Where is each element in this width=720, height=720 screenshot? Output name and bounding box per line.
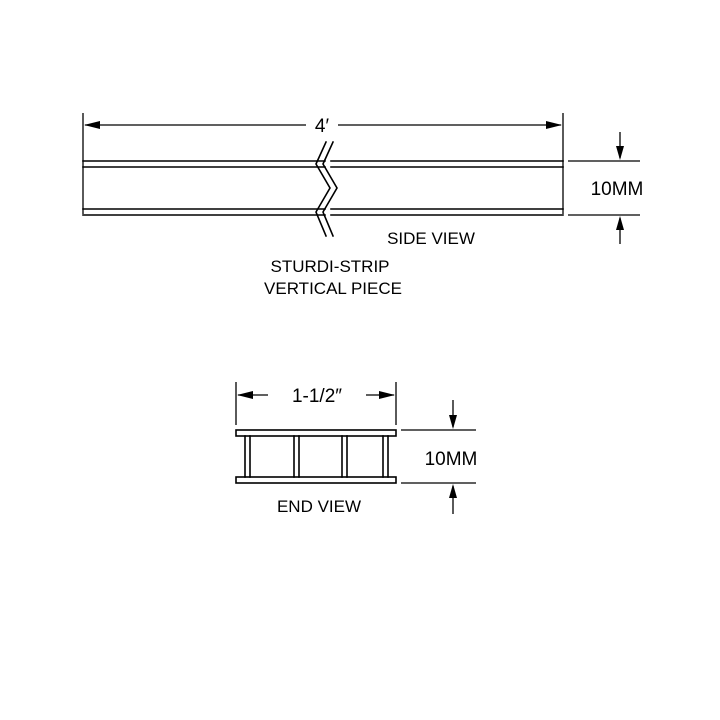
side-view-label: SIDE VIEW <box>387 229 475 248</box>
side-height-arrow-top <box>616 146 624 160</box>
side-height-arrow-bottom <box>616 216 624 230</box>
end-bottom-flange <box>235 476 397 484</box>
part-label-line2: VERTICAL PIECE <box>264 279 402 298</box>
side-view: 4′ 10MM SIDE VIEW STURDI-STRIP VERTICAL … <box>82 113 644 298</box>
side-height-label: 10MM <box>591 179 644 200</box>
end-height-arrow-bottom <box>449 484 457 498</box>
end-height-arrow-top <box>449 415 457 429</box>
end-width-arrow-left <box>237 391 253 399</box>
side-length-arrow-left <box>84 121 100 129</box>
end-top-flange <box>235 429 397 437</box>
end-width-label: 1-1/2″ <box>292 386 342 407</box>
break-mark-left <box>315 140 331 238</box>
break-mark-right <box>322 140 338 238</box>
end-height-label: 10MM <box>425 449 478 470</box>
end-view-label: END VIEW <box>277 497 361 516</box>
end-width-arrow-right <box>379 391 395 399</box>
side-length-label: 4′ <box>315 116 330 137</box>
end-view: 1-1/2″ 10MM END VIEW <box>235 382 478 516</box>
side-length-arrow-right <box>546 121 562 129</box>
part-label-line1: STURDI-STRIP <box>271 257 390 276</box>
